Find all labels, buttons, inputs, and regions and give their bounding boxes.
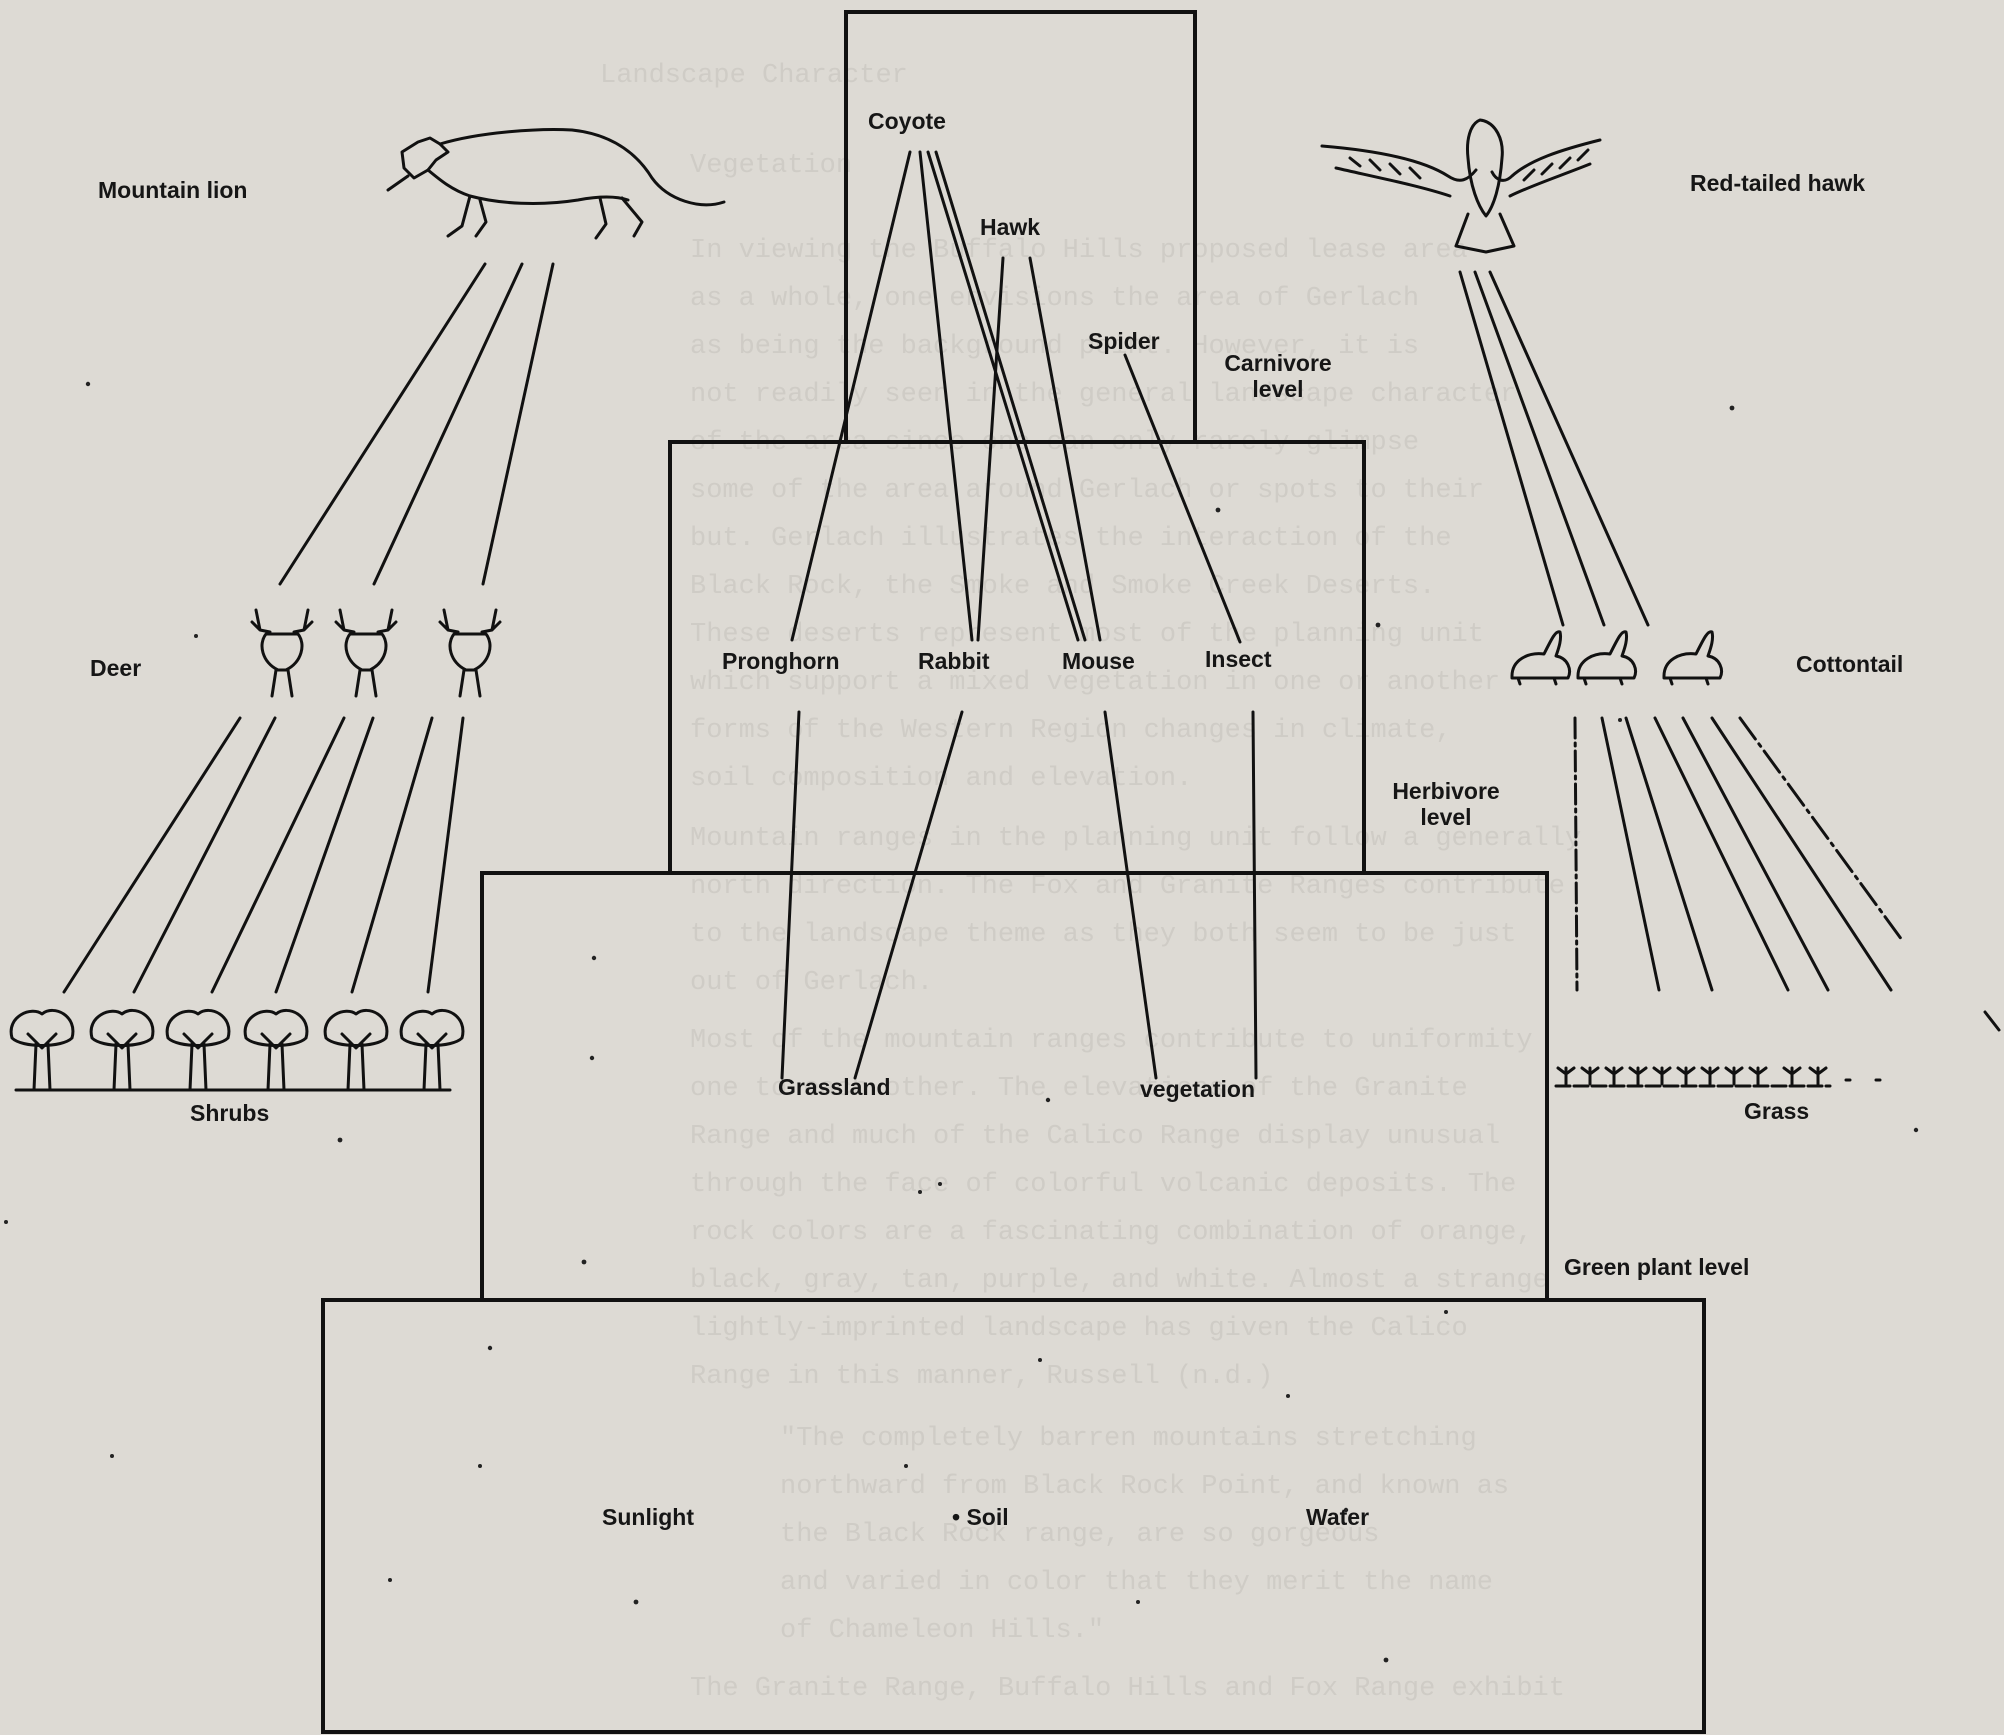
herbivore-level-label-line: level: [1376, 804, 1516, 830]
coyote-label: Coyote: [868, 108, 946, 134]
shrub-icon: [401, 1010, 463, 1090]
red-tailed-hawk-icon: [1322, 120, 1600, 252]
soil-label: • Soil: [952, 1504, 1009, 1530]
deer-icon: [252, 610, 312, 696]
link-cottontail-grass: [1712, 718, 1891, 990]
carnivore-level-label-line: level: [1208, 376, 1348, 402]
shrub-icon: [167, 1010, 229, 1090]
cottontail-icons: [1512, 632, 1722, 684]
carnivore-level-label: Carnivore level: [1208, 350, 1348, 403]
link-deer-shrubs: [64, 718, 240, 992]
vegetation-label: vegetation: [1140, 1076, 1255, 1102]
link-hawk-mouse: [1030, 258, 1100, 640]
mouse-label: Mouse: [1062, 648, 1135, 674]
rabbit-label: Rabbit: [918, 648, 990, 674]
herbivore-level-label: Herbivore level: [1376, 778, 1516, 831]
link-pronghorn-grassland: [782, 712, 799, 1078]
cottontail-label: Cottontail: [1796, 651, 1903, 677]
mountain-lion-label: Mountain lion: [98, 177, 247, 203]
shrub-icon: [245, 1010, 307, 1090]
link-cottontail-grass: [1740, 718, 1902, 940]
grassland-label: Grassland: [778, 1074, 891, 1100]
hawk-label: Hawk: [980, 214, 1040, 240]
link-deer-shrubs: [352, 718, 432, 992]
deer-icon: [440, 610, 500, 696]
soil-label-text: Soil: [966, 1504, 1008, 1530]
rabbit-icon: [1578, 632, 1636, 684]
link-deer-shrubs: [428, 718, 463, 992]
grass-tufts: [1558, 1068, 1880, 1084]
rabbit-icon: [1512, 632, 1570, 684]
deer-icons: [252, 610, 500, 696]
link-cottontail-grass: [1683, 718, 1828, 990]
link-deer-shrubs: [134, 718, 275, 992]
link-redtail-cottontail: [1490, 272, 1648, 625]
shrub-icon: [325, 1010, 387, 1090]
link-rabbit-grassland: [855, 712, 962, 1078]
link-mouse-vegetation: [1105, 712, 1156, 1078]
link-cottontail-grass: [1626, 718, 1712, 990]
red-tailed-hawk-label: Red-tailed hawk: [1690, 170, 1865, 196]
link-cottontail-grass: [1602, 718, 1659, 990]
link-coyote-rabbit: [920, 152, 972, 640]
insect-label: Insect: [1205, 646, 1271, 672]
right-web-lines: [1460, 272, 1999, 1030]
shrub-icons: [11, 1010, 463, 1090]
link-hawk-rabbit: [978, 258, 1003, 640]
link-lion-deer: [483, 264, 553, 584]
pronghorn-label: Pronghorn: [722, 648, 840, 674]
grass-label: Grass: [1744, 1098, 1809, 1124]
shrub-icon: [91, 1010, 153, 1090]
link-redtail-cottontail: [1475, 272, 1604, 625]
mountain-lion-icon: [388, 130, 724, 238]
link-coyote-pronghorn: [792, 152, 910, 640]
green-plant-level-box: [482, 873, 1547, 1300]
link-lion-deer: [280, 264, 485, 584]
link-redtail-cottontail: [1460, 272, 1563, 625]
herbivore-level-label-line: Herbivore: [1376, 778, 1516, 804]
food-web-lines: [782, 152, 1256, 1078]
shrubs-label: Shrubs: [190, 1100, 269, 1126]
scan-specks: [4, 382, 1918, 1663]
grass-icons: [1556, 1068, 1880, 1086]
deer-label: Deer: [90, 655, 141, 681]
carnivore-level-label-line: Carnivore: [1208, 350, 1348, 376]
deer-icon: [336, 610, 396, 696]
water-label: Water: [1306, 1504, 1369, 1530]
link-cottontail-grass: [1575, 718, 1577, 990]
pyramid-boxes: [323, 12, 1704, 1732]
rabbit-icon: [1664, 632, 1722, 684]
sunlight-label: Sunlight: [602, 1504, 694, 1530]
shrub-icon: [11, 1010, 73, 1090]
green-plant-level-label: Green plant level: [1564, 1254, 1749, 1280]
left-web-lines: [64, 264, 553, 992]
base-level-box: [323, 1300, 1704, 1732]
spider-label: Spider: [1088, 328, 1160, 354]
link-insect-vegetation: [1253, 712, 1256, 1078]
link-cottontail-grass: [1985, 1012, 1999, 1030]
link-lion-deer: [374, 264, 522, 584]
